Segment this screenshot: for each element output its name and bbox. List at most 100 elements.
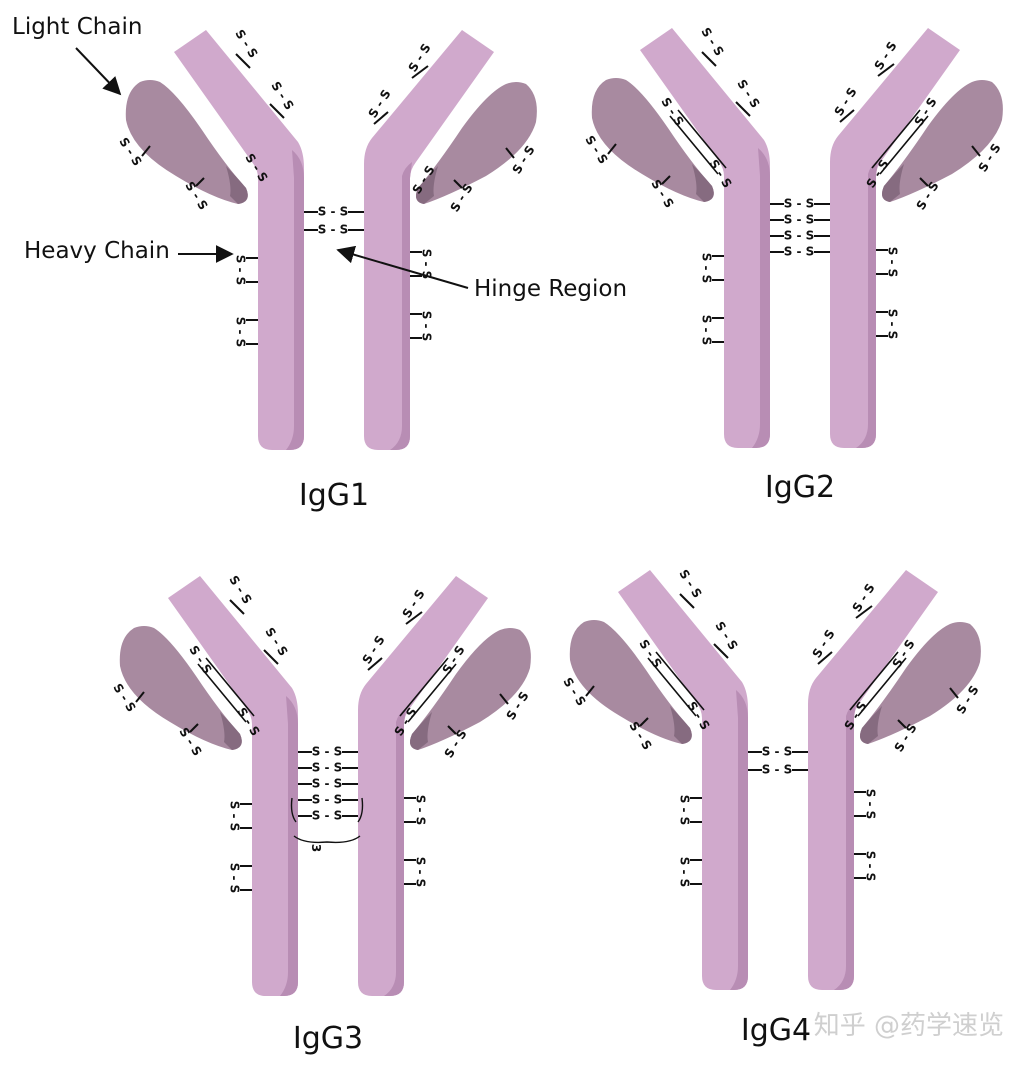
light-heavy-bond-line xyxy=(677,109,727,169)
heavy-chain-right-shape xyxy=(358,576,488,996)
disulfide-label: S - S xyxy=(366,87,394,120)
disulfide-label: S - S xyxy=(420,249,434,280)
disulfide-label: S - S xyxy=(810,627,838,660)
bond-tick xyxy=(701,51,717,67)
heavy-chain-right-shape xyxy=(364,30,494,450)
disulfide-label: S - S xyxy=(228,801,242,832)
light-heavy-bond-line xyxy=(879,115,929,175)
heavy-chain-left xyxy=(618,570,748,990)
heavy-chain-left-shape xyxy=(618,570,748,990)
heavy-chain-left-shape xyxy=(168,576,298,996)
bond-tick xyxy=(269,103,285,119)
light-chain-right-shade xyxy=(416,166,438,204)
light-chain-arrow xyxy=(75,47,122,96)
bond-tick xyxy=(607,143,617,155)
hinge-brace xyxy=(293,835,361,844)
light-chain-right-shape xyxy=(860,622,981,744)
light-chain-left-shape xyxy=(119,626,242,750)
light-chain-left xyxy=(119,626,242,750)
bond-tick xyxy=(713,643,729,659)
bond-tick xyxy=(919,177,929,187)
bond-tick xyxy=(229,599,245,615)
disulfide-label: S - S xyxy=(864,789,878,820)
disulfide-label: S - S xyxy=(234,317,248,348)
light-chain-left xyxy=(591,78,714,202)
hinge-disulfide: S - S xyxy=(318,223,349,237)
disulfide-label: S - S xyxy=(832,85,860,118)
igg4-antibody: S - SS - SS - SS - SS - SS - SS - SS - S… xyxy=(560,567,982,990)
igg3-antibody: S - SS - SS - SS - SS - SS - SS - SS - S… xyxy=(110,573,532,996)
light-chain-callout: Light Chain xyxy=(12,14,142,96)
bond-tick xyxy=(453,179,463,189)
igg4-label: IgG4 xyxy=(741,1013,811,1048)
igg1-antibody: S - SS - SS - SS - SS - SS - SS - SS - S… xyxy=(116,27,538,450)
light-chain-left-shade xyxy=(226,166,248,204)
bond-tick xyxy=(135,691,145,703)
igg1-label: IgG1 xyxy=(299,478,369,513)
light-chain-label: Light Chain xyxy=(12,14,142,40)
bond-tick xyxy=(817,651,833,665)
heavy-chain-left-shade xyxy=(286,150,304,450)
bond-tick xyxy=(949,687,959,699)
disulfide-label: S - S xyxy=(414,857,428,888)
hinge-disulfide-bonds: S - SS - SS - SS - S xyxy=(770,197,830,259)
bond-tick xyxy=(235,53,251,69)
heavy-chain-right xyxy=(364,30,494,450)
disulfide-label: S - S xyxy=(234,255,248,286)
light-chain-left-shade xyxy=(670,706,692,744)
bond-tick xyxy=(855,605,873,619)
light-chain-left xyxy=(125,80,248,204)
bond-tick xyxy=(373,111,389,125)
disulfide-label: S - S xyxy=(228,863,242,894)
constant-disulfide-bonds: S - S S - S S - S S - S xyxy=(228,795,428,894)
heavy-chain-right-shade xyxy=(856,160,878,448)
disulfide-label: S - S xyxy=(886,247,900,278)
light-chain-right-shape xyxy=(416,82,537,204)
hinge-disulfide: S - S xyxy=(312,777,343,791)
light-chain-right xyxy=(416,82,537,204)
hinge-disulfide: S - S xyxy=(762,745,793,759)
bond-tick xyxy=(877,63,895,77)
hinge-disulfide: S - S xyxy=(784,229,815,243)
bond-tick xyxy=(639,717,649,727)
bond-tick xyxy=(195,177,205,187)
bond-tick xyxy=(263,649,279,665)
light-heavy-bond-line xyxy=(197,663,247,723)
hinge-disulfide-bonds: S - SS - S xyxy=(748,745,808,777)
bond-tick xyxy=(585,685,595,697)
disulfide-label: S - S xyxy=(678,857,692,888)
bond-tick xyxy=(141,145,151,157)
light-chain-right-shade xyxy=(410,712,432,750)
hinge-disulfide: S - S xyxy=(312,745,343,759)
antibody-figures: S - SS - SS - SS - SS - SS - SS - SS - S… xyxy=(110,25,1004,996)
heavy-chain-right-shade xyxy=(384,708,406,996)
watermark-text: 知乎 @药学速览 xyxy=(814,1011,1004,1041)
hinge-disulfide: S - S xyxy=(312,793,343,807)
light-chain-left-shape xyxy=(591,78,714,202)
disulfide-label: S - S xyxy=(886,309,900,340)
heavy-chain-label: Heavy Chain xyxy=(24,238,170,264)
light-chain-right xyxy=(882,80,1003,202)
bond-tick xyxy=(499,693,509,705)
bond-tick xyxy=(971,145,981,157)
light-chain-right xyxy=(410,628,531,750)
heavy-chain-right-shape xyxy=(808,570,938,990)
constant-disulfide-bonds: S - SS - SS - SS - S xyxy=(678,789,878,888)
bond-tick xyxy=(411,65,429,79)
light-chain-left-shape xyxy=(125,80,248,204)
constant-disulfide-bonds: S - SS - SS - SS - S xyxy=(700,247,900,346)
bond-tick xyxy=(679,593,695,609)
constant-disulfide-bonds: S - SS - SS - SS - S xyxy=(234,249,434,348)
igg2-antibody: S - SS - SS - SS - SS - SS - SS - SS - S… xyxy=(582,25,1004,448)
hinge-disulfide: S - S xyxy=(784,197,815,211)
disulfide-label: S - S xyxy=(360,633,388,666)
hinge-region-callout: Hinge Region xyxy=(336,245,627,302)
light-heavy-bond-line xyxy=(647,657,697,717)
hinge-brace xyxy=(290,797,364,823)
heavy-chain-left-shade xyxy=(752,148,770,448)
light-chain-right-shape xyxy=(882,80,1003,202)
disulfide-label: S - S xyxy=(700,315,714,346)
heavy-chain-right xyxy=(830,28,960,448)
heavy-chain-right-shape xyxy=(830,28,960,448)
